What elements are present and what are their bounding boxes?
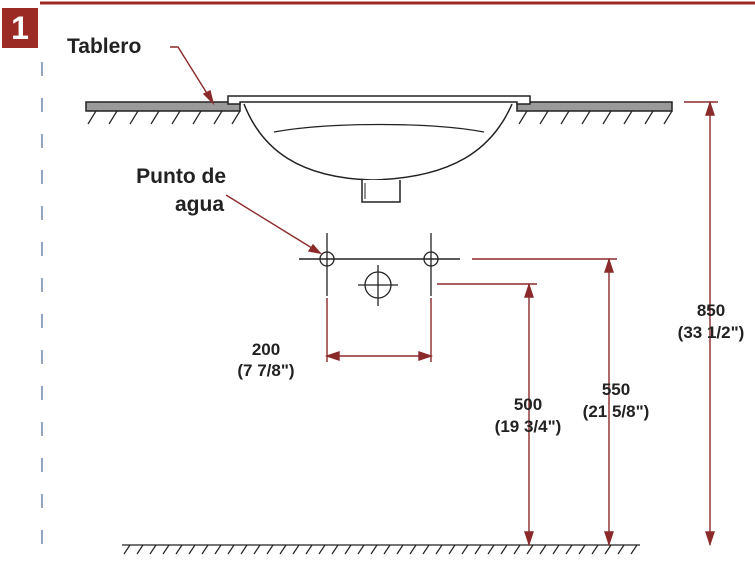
floor-hatch-mark <box>487 544 495 555</box>
water-point-label-line2: agua <box>175 193 224 216</box>
floor-hatch <box>123 544 638 555</box>
countertop-leader-arrow <box>202 89 215 106</box>
supply-height-inch: (21 5/8") <box>583 402 650 421</box>
supply-height-mm: 550 <box>602 380 630 399</box>
floor-hatch-mark <box>123 544 131 555</box>
drain-height-mm: 500 <box>514 395 542 414</box>
countertop-label: Tablero <box>67 35 141 58</box>
countertop-right <box>516 101 673 112</box>
floor-hatch-mark <box>253 544 261 555</box>
counter-height-mm: 850 <box>697 301 725 320</box>
floor-hatch-mark <box>305 544 313 555</box>
floor-hatch-mark <box>188 544 196 555</box>
floor-hatch-mark <box>617 544 625 555</box>
water-point-leader-arrow <box>307 243 322 255</box>
floor-hatch-mark <box>474 544 482 555</box>
floor-hatch-mark <box>292 544 300 555</box>
floor-hatch-mark <box>214 544 222 555</box>
spacing-inch: (7 7/8") <box>237 361 294 380</box>
countertop-hatch-right <box>518 110 673 125</box>
supply-height-dimension <box>472 257 617 547</box>
floor-hatch-mark <box>240 544 248 555</box>
water-point-label-line1: Punto de <box>136 165 226 188</box>
step-badge <box>2 8 38 48</box>
floor-hatch-mark <box>396 544 404 555</box>
floor-hatch-mark <box>630 544 638 555</box>
floor-hatch-mark <box>370 544 378 555</box>
sink-basin <box>227 95 531 203</box>
floor-hatch-mark <box>552 544 560 555</box>
floor-hatch-mark <box>383 544 391 555</box>
supply-point-left <box>319 233 335 296</box>
floor-hatch-mark <box>578 544 586 555</box>
floor-hatch-mark <box>565 544 573 555</box>
floor-hatch-mark <box>461 544 469 555</box>
floor-hatch-mark <box>279 544 287 555</box>
floor-hatch-mark <box>435 544 443 555</box>
water-point-leader <box>225 194 321 254</box>
floor-hatch-mark <box>136 544 144 555</box>
floor-hatch-mark <box>201 544 209 555</box>
floor-hatch-mark <box>162 544 170 555</box>
floor-hatch-mark <box>591 544 599 555</box>
floor-hatch-mark <box>266 544 274 555</box>
floor-hatch-mark <box>526 544 534 555</box>
countertop-hatch-left <box>87 110 241 125</box>
floor-hatch-mark <box>344 544 352 555</box>
floor-hatch-mark <box>409 544 417 555</box>
floor-hatch-mark <box>149 544 157 555</box>
spacing-dimension <box>324 298 434 362</box>
countertop-left <box>85 101 241 112</box>
drain-height-inch: (19 3/4") <box>495 417 562 436</box>
floor-hatch-mark <box>357 544 365 555</box>
supply-point-right <box>423 233 439 296</box>
floor-hatch-mark <box>227 544 235 555</box>
floor-hatch-mark <box>448 544 456 555</box>
floor-hatch-mark <box>513 544 521 555</box>
drain-height-dimension <box>437 282 537 547</box>
floor-hatch-mark <box>604 544 612 555</box>
floor-hatch-mark <box>331 544 339 555</box>
drain-point <box>358 265 398 306</box>
floor-hatch-mark <box>175 544 183 555</box>
countertop-leader <box>170 46 214 104</box>
floor-hatch-mark <box>539 544 547 555</box>
counter-height-dimension <box>684 100 718 547</box>
floor-hatch-mark <box>422 544 430 555</box>
floor-hatch-mark <box>500 544 508 555</box>
spacing-mm: 200 <box>252 340 280 359</box>
step-badge-number: 1 <box>11 10 29 46</box>
counter-height-inch: (33 1/2") <box>678 323 745 342</box>
floor-hatch-mark <box>318 544 326 555</box>
